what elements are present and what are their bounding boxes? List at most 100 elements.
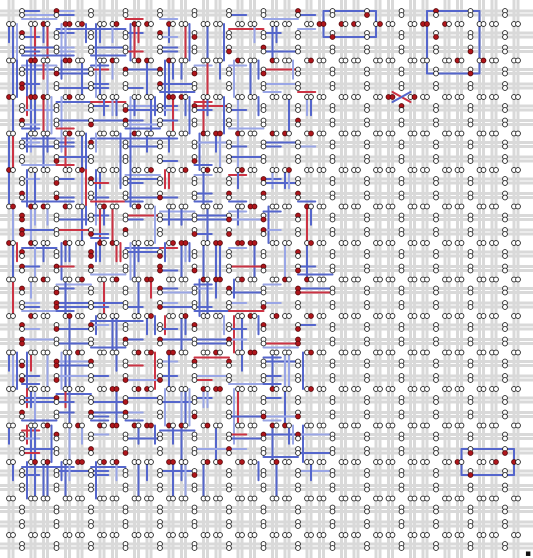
- idle-pin[interactable]: [390, 204, 395, 209]
- idle-pin[interactable]: [274, 241, 279, 246]
- idle-pin[interactable]: [365, 232, 370, 237]
- used-pin[interactable]: [136, 387, 141, 392]
- idle-pin[interactable]: [114, 496, 119, 501]
- idle-pin[interactable]: [459, 277, 464, 282]
- idle-pin[interactable]: [516, 131, 521, 136]
- idle-pin[interactable]: [330, 451, 335, 456]
- idle-pin[interactable]: [399, 363, 404, 368]
- idle-pin[interactable]: [218, 22, 223, 27]
- idle-pin[interactable]: [503, 305, 508, 310]
- idle-pin[interactable]: [425, 460, 430, 465]
- idle-pin[interactable]: [227, 122, 232, 127]
- idle-pin[interactable]: [123, 524, 128, 529]
- idle-pin[interactable]: [330, 473, 335, 478]
- idle-pin[interactable]: [20, 327, 25, 332]
- idle-pin[interactable]: [45, 387, 50, 392]
- used-pin[interactable]: [252, 350, 257, 355]
- idle-pin[interactable]: [287, 533, 292, 538]
- idle-pin[interactable]: [11, 533, 16, 538]
- idle-pin[interactable]: [89, 487, 94, 492]
- idle-pin[interactable]: [412, 496, 417, 501]
- idle-pin[interactable]: [447, 131, 452, 136]
- used-pin[interactable]: [192, 71, 197, 76]
- idle-pin[interactable]: [330, 363, 335, 368]
- idle-pin[interactable]: [378, 314, 383, 319]
- idle-pin[interactable]: [218, 496, 223, 501]
- idle-pin[interactable]: [516, 387, 521, 392]
- idle-pin[interactable]: [149, 95, 154, 100]
- used-pin[interactable]: [321, 22, 326, 27]
- idle-pin[interactable]: [80, 95, 85, 100]
- idle-pin[interactable]: [330, 108, 335, 113]
- idle-pin[interactable]: [136, 533, 141, 538]
- used-pin[interactable]: [365, 13, 370, 18]
- idle-pin[interactable]: [309, 533, 314, 538]
- idle-pin[interactable]: [365, 327, 370, 332]
- idle-pin[interactable]: [218, 168, 223, 173]
- idle-pin[interactable]: [192, 86, 197, 91]
- idle-pin[interactable]: [252, 95, 257, 100]
- idle-pin[interactable]: [365, 436, 370, 441]
- used-pin[interactable]: [54, 363, 59, 368]
- idle-pin[interactable]: [434, 195, 439, 200]
- idle-pin[interactable]: [114, 241, 119, 246]
- idle-pin[interactable]: [399, 341, 404, 346]
- idle-pin[interactable]: [205, 241, 210, 246]
- idle-pin[interactable]: [330, 546, 335, 551]
- idle-pin[interactable]: [67, 277, 72, 282]
- idle-pin[interactable]: [356, 496, 361, 501]
- used-pin[interactable]: [149, 168, 154, 173]
- idle-pin[interactable]: [171, 131, 176, 136]
- idle-pin[interactable]: [503, 363, 508, 368]
- idle-pin[interactable]: [494, 131, 499, 136]
- idle-pin[interactable]: [296, 181, 301, 186]
- idle-pin[interactable]: [468, 268, 473, 273]
- used-pin[interactable]: [171, 241, 176, 246]
- idle-pin[interactable]: [227, 305, 232, 310]
- idle-pin[interactable]: [240, 95, 245, 100]
- idle-pin[interactable]: [516, 58, 521, 63]
- idle-pin[interactable]: [123, 487, 128, 492]
- idle-pin[interactable]: [447, 241, 452, 246]
- idle-pin[interactable]: [399, 509, 404, 514]
- idle-pin[interactable]: [447, 350, 452, 355]
- used-pin[interactable]: [136, 58, 141, 63]
- idle-pin[interactable]: [399, 546, 404, 551]
- idle-pin[interactable]: [481, 533, 486, 538]
- used-pin[interactable]: [67, 58, 72, 63]
- idle-pin[interactable]: [399, 524, 404, 529]
- idle-pin[interactable]: [434, 268, 439, 273]
- idle-pin[interactable]: [343, 314, 348, 319]
- idle-pin[interactable]: [412, 277, 417, 282]
- idle-pin[interactable]: [321, 131, 326, 136]
- idle-pin[interactable]: [330, 159, 335, 164]
- idle-pin[interactable]: [102, 350, 107, 355]
- idle-pin[interactable]: [356, 131, 361, 136]
- idle-pin[interactable]: [296, 195, 301, 200]
- idle-pin[interactable]: [399, 108, 404, 113]
- idle-pin[interactable]: [33, 204, 38, 209]
- used-pin[interactable]: [468, 49, 473, 54]
- idle-pin[interactable]: [192, 13, 197, 18]
- idle-pin[interactable]: [494, 533, 499, 538]
- idle-pin[interactable]: [89, 159, 94, 164]
- idle-pin[interactable]: [45, 350, 50, 355]
- used-pin[interactable]: [296, 290, 301, 295]
- idle-pin[interactable]: [149, 131, 154, 136]
- idle-pin[interactable]: [330, 414, 335, 419]
- used-pin[interactable]: [123, 378, 128, 383]
- idle-pin[interactable]: [468, 327, 473, 332]
- idle-pin[interactable]: [102, 277, 107, 282]
- idle-pin[interactable]: [399, 49, 404, 54]
- idle-pin[interactable]: [365, 49, 370, 54]
- idle-pin[interactable]: [252, 168, 257, 173]
- used-pin[interactable]: [54, 305, 59, 310]
- idle-pin[interactable]: [102, 533, 107, 538]
- used-pin[interactable]: [494, 460, 499, 465]
- idle-pin[interactable]: [240, 350, 245, 355]
- used-pin[interactable]: [240, 168, 245, 173]
- idle-pin[interactable]: [149, 387, 154, 392]
- idle-pin[interactable]: [399, 487, 404, 492]
- idle-pin[interactable]: [136, 95, 141, 100]
- idle-pin[interactable]: [20, 305, 25, 310]
